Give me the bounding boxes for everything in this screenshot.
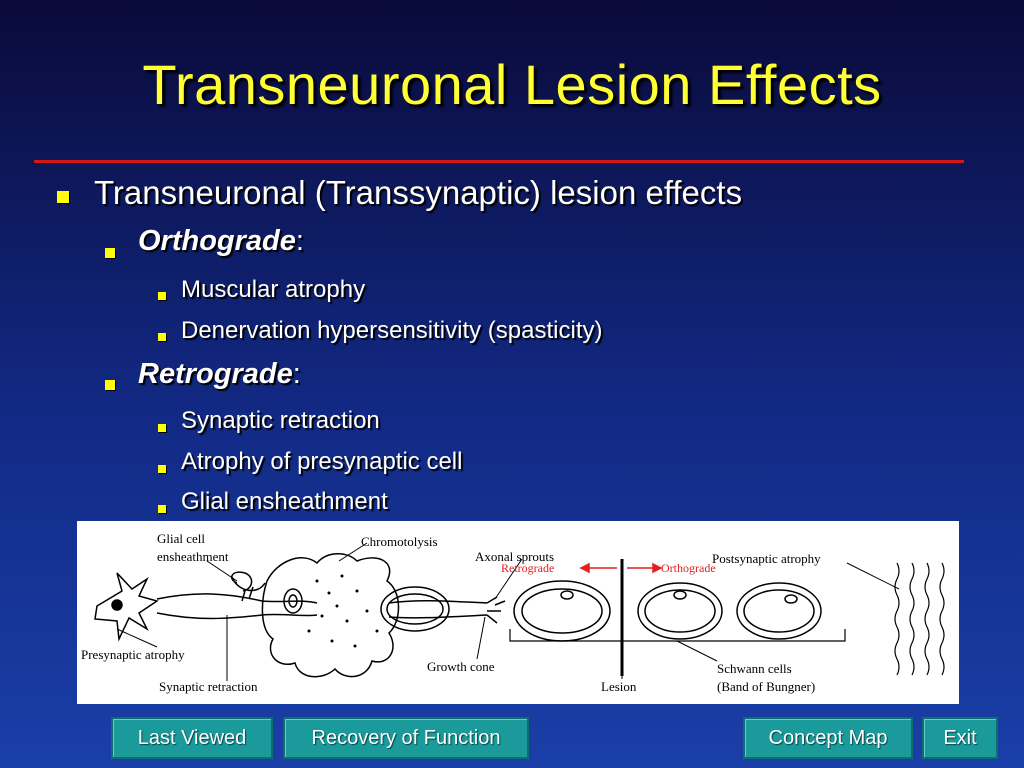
bullet-sub-item: Synaptic retraction: [181, 407, 380, 434]
recovery-of-function-button[interactable]: Recovery of Function: [283, 717, 529, 759]
bullet-square-icon: [105, 380, 115, 390]
retrograde-label: Retrograde: [138, 358, 293, 390]
label-schwann-cells: Schwann cells: [717, 661, 792, 676]
distal-segments: [513, 580, 822, 642]
last-viewed-button[interactable]: Last Viewed: [111, 717, 273, 759]
label-presynaptic-atrophy: Presynaptic atrophy: [81, 647, 185, 662]
orthograde-label: Orthograde: [138, 225, 296, 257]
title-divider: [34, 160, 964, 163]
presynaptic-neuron: [94, 572, 318, 642]
label-growth-cone: Growth cone: [427, 659, 495, 674]
label-chromotolysis: Chromotolysis: [361, 534, 438, 549]
label-glial-cell: Glial cell: [157, 531, 205, 546]
bullet-square-icon: [158, 292, 166, 300]
bullet-orthograde: Orthograde:: [138, 225, 304, 258]
label-ensheathment: ensheathment: [157, 549, 229, 564]
label-retrograde: Retrograde: [501, 561, 554, 575]
bullet-square-icon: [158, 333, 166, 341]
bullet-sub-item: Denervation hypersensitivity (spasticity…: [181, 317, 603, 344]
bullet-square-icon: [57, 191, 69, 203]
bullet-sub-item: Muscular atrophy: [181, 276, 366, 303]
label-orthograde: Orthograde: [661, 561, 716, 575]
bullet-retrograde: Retrograde:: [138, 358, 301, 391]
bullet-main: Transneuronal (Transsynaptic) lesion eff…: [94, 174, 743, 211]
label-synaptic-retraction: Synaptic retraction: [159, 679, 258, 694]
label-axonal-sprouts: Axonal sprouts: [475, 549, 554, 564]
bullet-square-icon: [105, 248, 115, 258]
label-postsynaptic-atrophy: Postsynaptic atrophy: [712, 551, 821, 566]
leader-lines: [116, 542, 900, 681]
chromatolytic-neuron: [261, 553, 400, 678]
retrograde-colon: :: [292, 358, 301, 390]
glial-cell: [230, 571, 266, 592]
axon: [380, 586, 506, 632]
slide-title: Transneuronal Lesion Effects: [142, 53, 882, 116]
bullet-sub-item: Glial ensheathment: [181, 488, 388, 515]
direction-arrows: [579, 562, 663, 574]
orthograde-colon: :: [295, 225, 304, 257]
exit-button[interactable]: Exit: [922, 717, 998, 759]
muscle-fibers: [894, 562, 945, 676]
label-band-of-bungner: (Band of Bungner): [717, 679, 815, 694]
concept-map-button[interactable]: Concept Map: [743, 717, 913, 759]
bullet-square-icon: [158, 465, 166, 473]
label-lesion: Lesion: [601, 679, 637, 694]
bullet-sub-item: Atrophy of presynaptic cell: [181, 448, 463, 475]
bullet-square-icon: [158, 424, 166, 432]
lesion-diagram: Glial cell ensheathment Chromotolysis Ax…: [77, 521, 959, 704]
bullet-square-icon: [158, 505, 166, 513]
